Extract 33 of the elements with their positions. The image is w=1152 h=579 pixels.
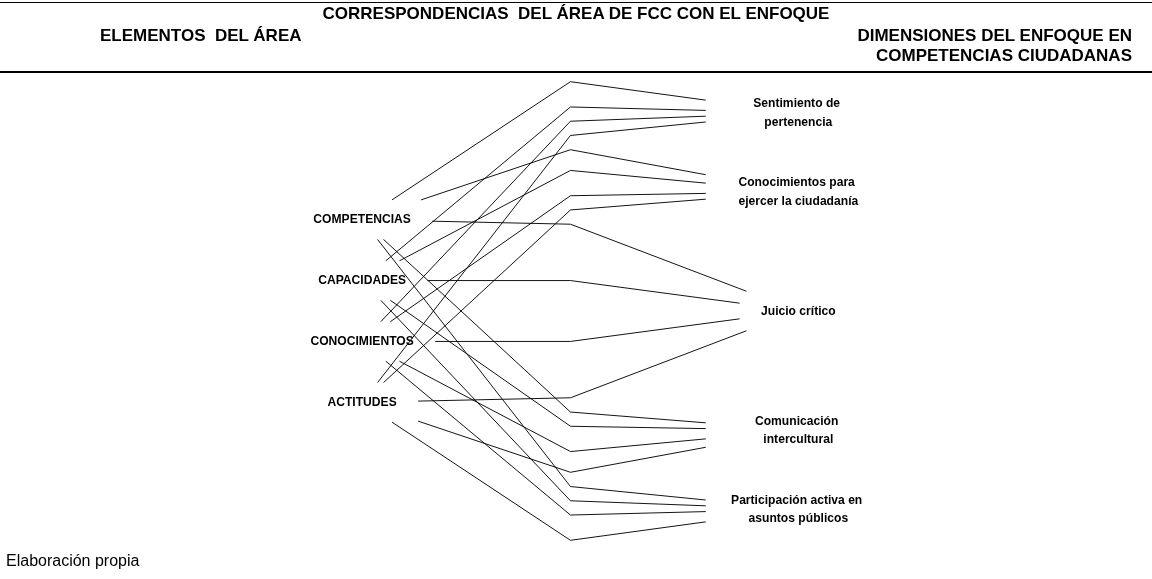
connector: [383, 198, 707, 384]
connector: [417, 420, 707, 473]
node-text: Comunicación intercultural: [754, 414, 839, 446]
connector: [431, 220, 747, 292]
connector: [380, 299, 707, 507]
connector: [399, 170, 707, 262]
connector: [377, 121, 707, 384]
connector: [383, 238, 707, 424]
connector: [385, 360, 707, 516]
node-text: Sentimiento de pertenencia: [753, 96, 841, 129]
connector: [417, 330, 747, 402]
connector: [389, 299, 707, 430]
connector: [399, 360, 707, 452]
node-text: Participación activa en asuntos públicos: [731, 493, 863, 525]
connector: [389, 192, 707, 323]
connector: [380, 115, 707, 323]
node-text: Juicio crítico: [761, 304, 836, 318]
node-text: CONOCIMIENTOS: [310, 334, 414, 349]
connector: [391, 81, 707, 201]
column-heading: ELEMENTOS DEL ÁREA: [100, 26, 302, 46]
node-text: COMPETENCIAS: [313, 212, 411, 227]
connector: [420, 149, 707, 201]
node-text: ACTITUDES: [327, 395, 397, 409]
column-heading: DIMENSIONES DEL ENFOQUE EN COMPETENCIAS CIUDADANAS: [856, 26, 1132, 66]
connector: [426, 280, 741, 304]
node-text: CAPACIDADES: [318, 273, 407, 288]
connector: [385, 106, 707, 262]
title: CORRESPONDENCIAS DEL ÁREA DE FCC CON EL ENFOQUE: [321, 4, 831, 24]
connector: [434, 318, 741, 342]
caption: Elaboración propia: [6, 552, 140, 570]
node-text: Conocimientos para ejercer la ciudadanía: [738, 175, 859, 208]
connector: [391, 421, 707, 541]
connector: [377, 238, 707, 501]
